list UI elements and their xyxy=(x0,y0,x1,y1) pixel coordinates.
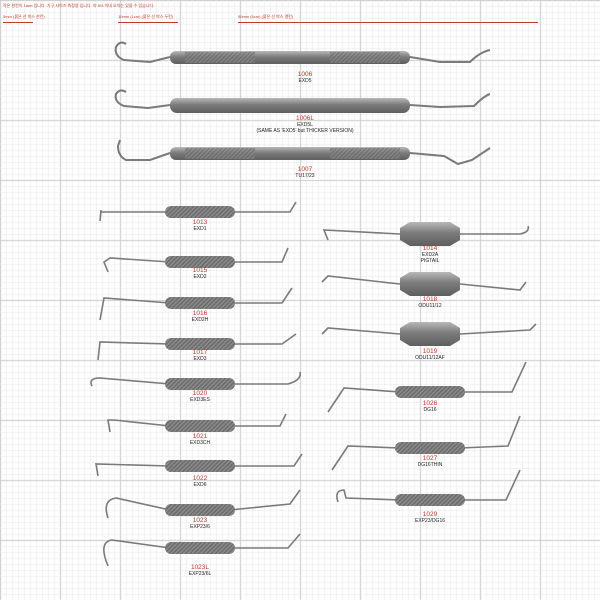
code-1022: 1022 xyxy=(192,475,208,482)
caption-1014: 1014 EXD2A PIGTAIL xyxy=(400,245,460,264)
model-1019: ODU11/12AF xyxy=(415,355,445,361)
model-1026: DG16 xyxy=(423,407,437,413)
instrument-1006L[interactable] xyxy=(114,89,491,113)
model-1018: ODU11/12 xyxy=(418,303,442,309)
header-note: 작은 한칸이 1mm 입니다. 기구 사이즈 측정용 입니다. 약 5% 이내 … xyxy=(3,3,155,8)
caption-1015: 1015 EXD2 xyxy=(170,267,230,280)
code-1023L: 1023L xyxy=(190,564,210,571)
instrument-1027[interactable] xyxy=(331,415,521,471)
model-1027: DG16THIN xyxy=(417,462,443,468)
model-1016: EXD2H xyxy=(191,317,209,323)
instrument-1018[interactable] xyxy=(321,272,527,296)
model-1017: EXD3 xyxy=(193,356,207,362)
instrument-1007[interactable] xyxy=(116,139,491,166)
caption-1017: 1017 EXD3 xyxy=(170,349,230,362)
instrument-1014[interactable] xyxy=(322,222,530,246)
caption-1022: 1022 EXD6 xyxy=(170,475,230,488)
scale-label-10mm: 10mm (1cm) (붉은 선 박스 두칸) xyxy=(118,14,174,19)
code-1026: 1026 xyxy=(422,400,438,407)
code-1015: 1015 xyxy=(192,267,208,274)
instrument-1017[interactable] xyxy=(97,333,297,361)
caption-1006L: 1006L EXD5L (SAME AS 'EXD5' but THICKER … xyxy=(230,115,380,134)
caption-1018: 1018 ODU11/12 xyxy=(400,296,460,309)
model-1023: EXP23/6 xyxy=(190,524,210,530)
note-1006L: (SAME AS 'EXD5' but THICKER VERSION) xyxy=(256,128,354,134)
code-1007: 1007 xyxy=(297,166,313,173)
caption-1026: 1026 DG16 xyxy=(400,400,460,413)
instrument-1020[interactable] xyxy=(90,371,302,390)
caption-1023: 1023 EXP23/6 xyxy=(170,517,230,530)
caption-1020: 1020 EXD3ES xyxy=(170,390,230,403)
model-1015: EXD2 xyxy=(193,274,207,280)
code-1013: 1013 xyxy=(192,219,208,226)
instrument-1006[interactable] xyxy=(114,41,491,64)
code-1014: 1014 xyxy=(422,245,438,252)
caption-1029: 1029 EXP23/DG16 xyxy=(390,511,470,524)
model-1022: EXD6 xyxy=(193,482,207,488)
scale-bar-10mm xyxy=(118,22,178,23)
model-1006L: EXD5L xyxy=(297,122,313,128)
caption-1006: 1006 EXD5 xyxy=(255,71,355,84)
code-1006: 1006 xyxy=(297,71,313,78)
model-1029: EXP23/DG16 xyxy=(414,518,446,524)
model-1007: TU17/23 xyxy=(295,173,315,179)
instrument-1015[interactable] xyxy=(103,247,289,273)
caption-1013: 1013 EXD1 xyxy=(170,219,230,232)
instrument-1013[interactable] xyxy=(99,201,297,222)
code-1016: 1016 xyxy=(192,310,208,317)
code-1027: 1027 xyxy=(422,455,438,462)
model-1006: EXD5 xyxy=(298,78,312,84)
scale-bar-50mm xyxy=(238,22,538,23)
scale-label-5mm: 5mm (붉은 선 박스 한칸) xyxy=(3,14,45,19)
model-1021: EXD3CH xyxy=(189,440,211,446)
caption-1019: 1019 ODU11/12AF xyxy=(395,348,465,361)
model-1013: EXD1 xyxy=(193,226,207,232)
model-1020: EXD3ES xyxy=(190,397,210,403)
note-1014: PIGTAIL xyxy=(420,258,440,264)
instrument-1021[interactable] xyxy=(107,413,287,433)
instrument-1023[interactable] xyxy=(105,489,301,519)
instrument-1016[interactable] xyxy=(99,287,293,321)
code-1023: 1023 xyxy=(192,517,208,524)
code-1006L: 1006L xyxy=(295,115,315,122)
instrument-1023L[interactable] xyxy=(103,533,301,567)
code-1021: 1021 xyxy=(192,433,208,440)
caption-1023L: 1023L EXP23/6L xyxy=(170,564,230,577)
scale-label-50mm: 50mm (5cm) (붉은 선 박스 열칸) xyxy=(238,14,294,19)
caption-1016: 1016 EXD2H xyxy=(170,310,230,323)
instrument-1026[interactable] xyxy=(327,361,527,413)
code-1018: 1018 xyxy=(422,296,438,303)
scale-bar-5mm xyxy=(3,22,33,23)
model-1014: EXD2A xyxy=(421,252,439,258)
instrument-1022[interactable] xyxy=(95,453,303,477)
caption-1007: 1007 TU17/23 xyxy=(255,166,355,179)
code-1029: 1029 xyxy=(422,511,438,518)
instrument-1029[interactable] xyxy=(336,469,521,506)
model-1023L: EXP23/6L xyxy=(188,571,212,577)
caption-1027: 1027 DG16THIN xyxy=(395,455,465,468)
code-1019: 1019 xyxy=(422,348,438,355)
code-1017: 1017 xyxy=(192,349,208,356)
instrument-1019[interactable] xyxy=(321,322,537,346)
caption-1021: 1021 EXD3CH xyxy=(170,433,230,446)
code-1020: 1020 xyxy=(192,390,208,397)
